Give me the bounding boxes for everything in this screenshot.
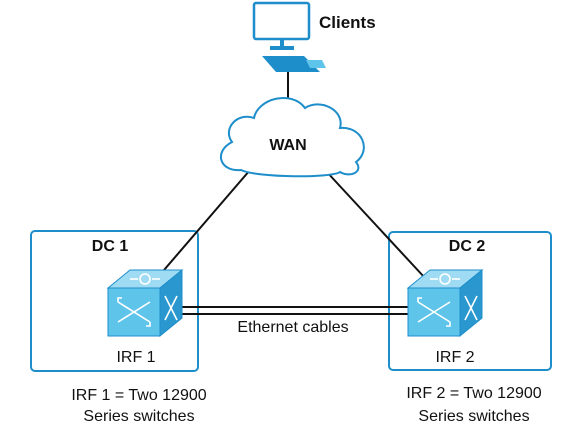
wan-dc1-link: [157, 169, 251, 278]
ethernet-cables-label: Ethernet cables: [237, 319, 348, 336]
clients-label: Clients: [319, 13, 376, 32]
dc2-title: DC 2: [449, 238, 486, 255]
wan-dc2-link: [324, 169, 426, 279]
wan-label: WAN: [269, 137, 306, 154]
computer-icon: [252, 1, 326, 72]
dc2-caption-line1: IRF 2 = Two 12900: [406, 385, 541, 402]
switch-icon: [406, 268, 484, 338]
cloud-icon: [219, 97, 365, 178]
dc1-caption-line1: IRF 1 = Two 12900: [71, 387, 206, 404]
ethernet-cables: [180, 306, 410, 315]
dc2-caption-line2: Series switches: [418, 408, 529, 425]
irf1-label: IRF 1: [116, 349, 155, 366]
switch-icon: [106, 268, 184, 338]
irf2-label: IRF 2: [435, 349, 474, 366]
dc1-title: DC 1: [92, 238, 129, 255]
dc1-caption-line2: Series switches: [83, 408, 194, 425]
